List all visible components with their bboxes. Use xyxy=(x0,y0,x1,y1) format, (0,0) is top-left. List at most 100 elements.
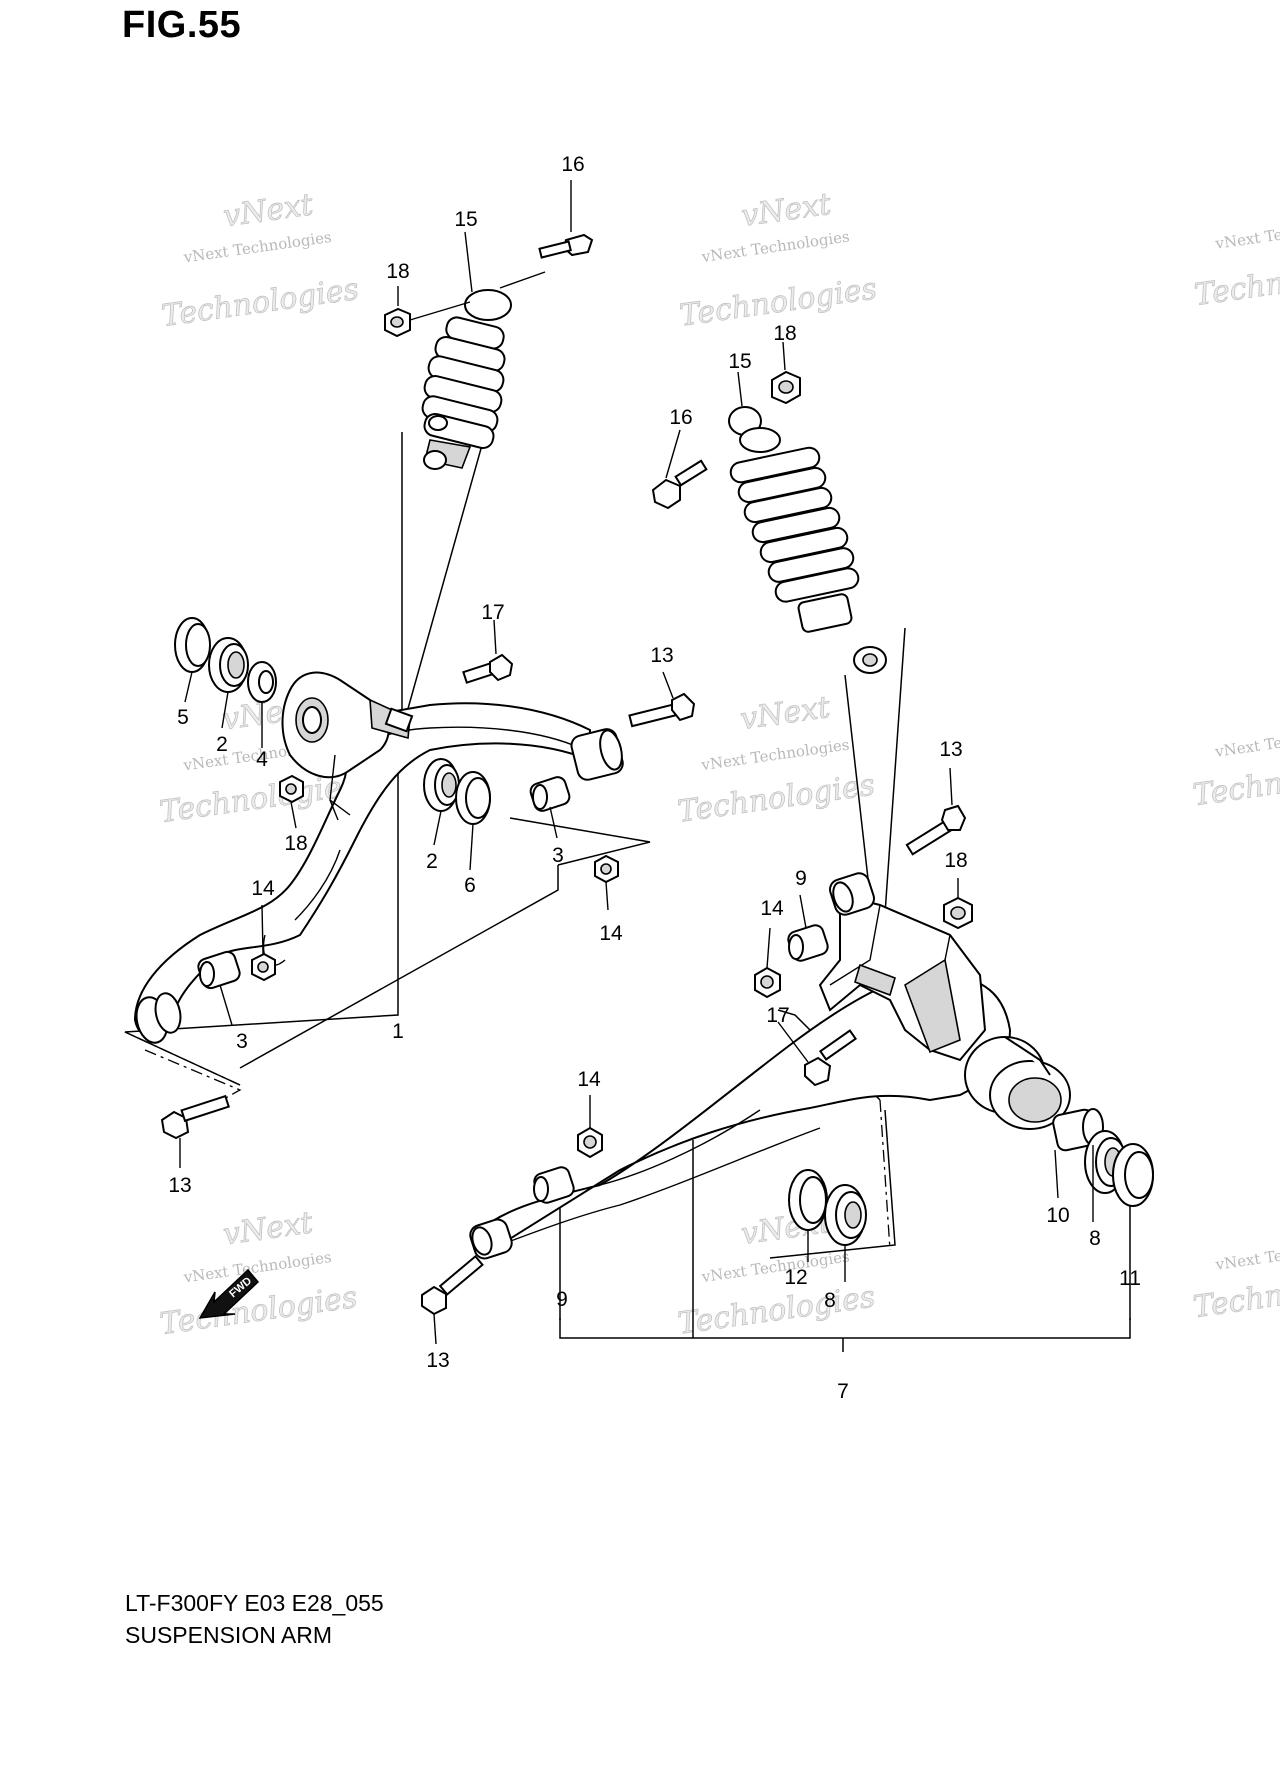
left-nut-14a xyxy=(594,854,619,884)
left-arm-dashed-axis xyxy=(124,1031,241,1086)
watermark-top-right: Technologies vNext Technologies xyxy=(1192,214,1280,313)
watermark-bot-right: Technologies vNext Technologies xyxy=(1191,1235,1280,1325)
assembly-lines xyxy=(124,387,1131,1352)
right-bushing-9b xyxy=(533,1166,575,1204)
watermark-mid-right: Technologies vNext Technologies xyxy=(1190,722,1280,813)
left-bolt-13a xyxy=(628,692,696,728)
callout-4: 4 xyxy=(256,748,268,771)
watermark-text: vNext Technologies xyxy=(700,227,851,266)
right-spacer-10 xyxy=(1052,1108,1104,1152)
callout-labels: 16 15 18 18 15 16 17 13 5 2 4 18 2 6 3 1… xyxy=(168,153,1141,1403)
watermark-word: Technologies xyxy=(158,1280,359,1342)
watermark-word: Technologies xyxy=(1191,1263,1280,1325)
callout-10: 10 xyxy=(1046,1204,1069,1227)
callout-14d: 14 xyxy=(577,1068,601,1091)
watermark-word: Technologies xyxy=(676,1279,877,1341)
callout-12: 12 xyxy=(784,1266,807,1289)
callout-18a: 18 xyxy=(386,260,409,283)
callout-8a: 8 xyxy=(1089,1227,1101,1250)
callout-18c: 18 xyxy=(284,832,307,855)
watermark-brand: vNext xyxy=(221,1205,316,1252)
callout-16a: 16 xyxy=(561,153,584,176)
right-shock-absorber xyxy=(728,406,887,674)
callout-16b: 16 xyxy=(669,406,692,429)
watermark-word: Technologies xyxy=(160,272,361,334)
left-shock-bolt-16 xyxy=(499,233,594,289)
callout-2a: 2 xyxy=(216,733,228,756)
left-bushing-3b xyxy=(197,950,241,990)
right-suspension-arm xyxy=(469,872,1071,1260)
callout-13b: 13 xyxy=(939,738,962,761)
left-bolt-13b xyxy=(160,1094,230,1140)
callout-15b: 15 xyxy=(728,350,751,373)
watermark-text: vNext Technologies xyxy=(699,736,850,775)
right-bushing-9a xyxy=(787,924,829,962)
callout-1: 1 xyxy=(392,1020,404,1043)
right-nut-14d xyxy=(577,1126,603,1159)
watermark-top-left: Technologies vNext vNext Technologies xyxy=(159,187,361,335)
watermark-word: Technologies xyxy=(676,767,877,829)
callout-15a: 15 xyxy=(454,208,477,231)
left-seal-6 xyxy=(455,771,491,825)
callout-13a: 13 xyxy=(650,644,673,667)
section-caption: SUSPENSION ARM xyxy=(125,1622,333,1648)
watermark-text: vNext Technologies xyxy=(700,1247,851,1286)
right-shock-bolt-16 xyxy=(651,459,708,510)
left-arm-frame xyxy=(124,740,399,1086)
callout-6: 6 xyxy=(464,874,476,897)
callout-18b: 18 xyxy=(773,322,796,345)
callout-3a: 3 xyxy=(552,844,564,867)
right-bolt-13c xyxy=(905,804,967,856)
watermark-text: vNext Technologies xyxy=(1213,214,1280,253)
callout-9a: 9 xyxy=(795,867,807,890)
callout-13d: 13 xyxy=(426,1349,449,1372)
left-arm-bracket-bushing xyxy=(509,817,651,866)
watermark-text: vNext Technologies xyxy=(1214,1235,1280,1274)
right-shock-nut-18 xyxy=(771,370,801,405)
left-nut-14b xyxy=(251,952,276,982)
group-7-bracket xyxy=(559,1318,1131,1339)
callout-14a: 14 xyxy=(251,877,275,900)
left-bolt-17 xyxy=(462,653,514,684)
callout-14b: 14 xyxy=(599,922,623,945)
watermark-word: Technologies xyxy=(1191,751,1280,813)
watermark-brand: vNext xyxy=(221,187,316,234)
callout-7: 7 xyxy=(837,1380,849,1403)
left-suspension-arm xyxy=(133,671,624,1044)
left-spacer-4 xyxy=(247,661,277,703)
figure-caption-block: LT-F300FY E03 E28_055 SUSPENSION ARM xyxy=(125,1587,384,1651)
callout-13c: 13 xyxy=(168,1174,191,1197)
callout-3b: 3 xyxy=(236,1030,248,1053)
callout-17a: 17 xyxy=(481,601,504,624)
left-nut-18-lower xyxy=(279,774,304,804)
callout-5: 5 xyxy=(177,706,189,729)
model-code: LT-F300FY E03 E28_055 xyxy=(125,1590,384,1616)
watermark-brand: vNext xyxy=(739,187,834,234)
callout-11: 11 xyxy=(1119,1267,1141,1290)
watermark-mid-mid: Technologies vNext vNext Technologies xyxy=(675,689,877,830)
watermark-brand: vNext xyxy=(738,690,833,737)
right-seal-11 xyxy=(1112,1143,1154,1207)
left-shock-absorber xyxy=(421,289,512,470)
right-bearing-8b xyxy=(824,1184,867,1246)
left-seal-5 xyxy=(174,617,211,673)
callout-14c: 14 xyxy=(760,897,784,920)
callout-18d: 18 xyxy=(944,849,967,872)
left-bearing-2a xyxy=(208,637,249,693)
callout-8b: 8 xyxy=(824,1289,836,1312)
callout-9b: 9 xyxy=(556,1288,568,1311)
right-nut-14c xyxy=(754,966,781,999)
left-bushing-3a xyxy=(529,776,571,812)
figure-title: FIG.55 xyxy=(122,4,242,46)
callout-2b: 2 xyxy=(426,850,438,873)
left-bearing-2b xyxy=(423,758,460,812)
watermark-word: Technologies xyxy=(1192,251,1280,313)
watermark-bot-left: Technologies vNext vNext Technologies xyxy=(157,1205,359,1343)
right-seal-12 xyxy=(788,1169,828,1231)
leader-lines xyxy=(179,180,1094,1345)
callout-17b: 17 xyxy=(766,1004,789,1027)
left-arm-bracket-3 xyxy=(239,865,559,1069)
right-nut-18d xyxy=(943,896,973,930)
right-arm-dashed-axis xyxy=(879,1099,891,1251)
